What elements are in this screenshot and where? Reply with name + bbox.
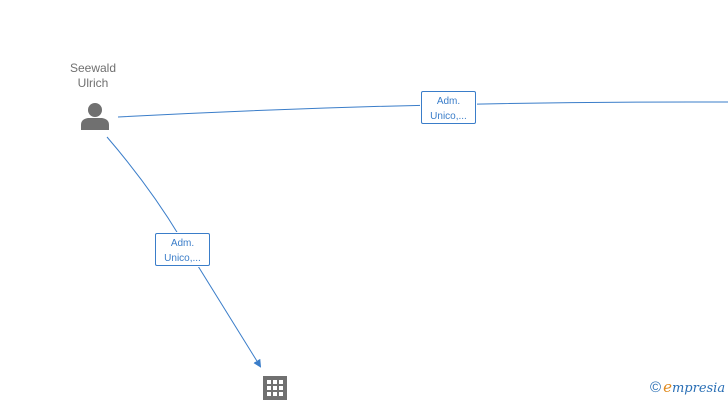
edge-label-down[interactable]: Adm. Unico,... bbox=[155, 233, 210, 266]
building-icon[interactable] bbox=[263, 376, 287, 400]
edge-line-down bbox=[106, 136, 262, 368]
edge-label-role: Adm. bbox=[436, 96, 461, 107]
edge-label-right[interactable]: Adm. Unico,... bbox=[421, 91, 476, 124]
person-last-name: Ulrich bbox=[77, 76, 109, 90]
brand-initial: e bbox=[663, 378, 672, 396]
brand-name: mpresia bbox=[671, 381, 726, 396]
edge-label-role-detail: Unico,... bbox=[430, 111, 467, 122]
edge-label-role-detail: Unico,... bbox=[164, 253, 201, 264]
empresia-watermark: ©empresia bbox=[650, 378, 725, 396]
person-first-name: Seewald bbox=[69, 61, 117, 75]
edge-label-role: Adm. bbox=[170, 238, 195, 249]
person-icon[interactable] bbox=[81, 103, 109, 130]
person-name-label[interactable]: Seewald Ulrich bbox=[58, 61, 128, 91]
copyright-symbol: © bbox=[650, 379, 662, 396]
